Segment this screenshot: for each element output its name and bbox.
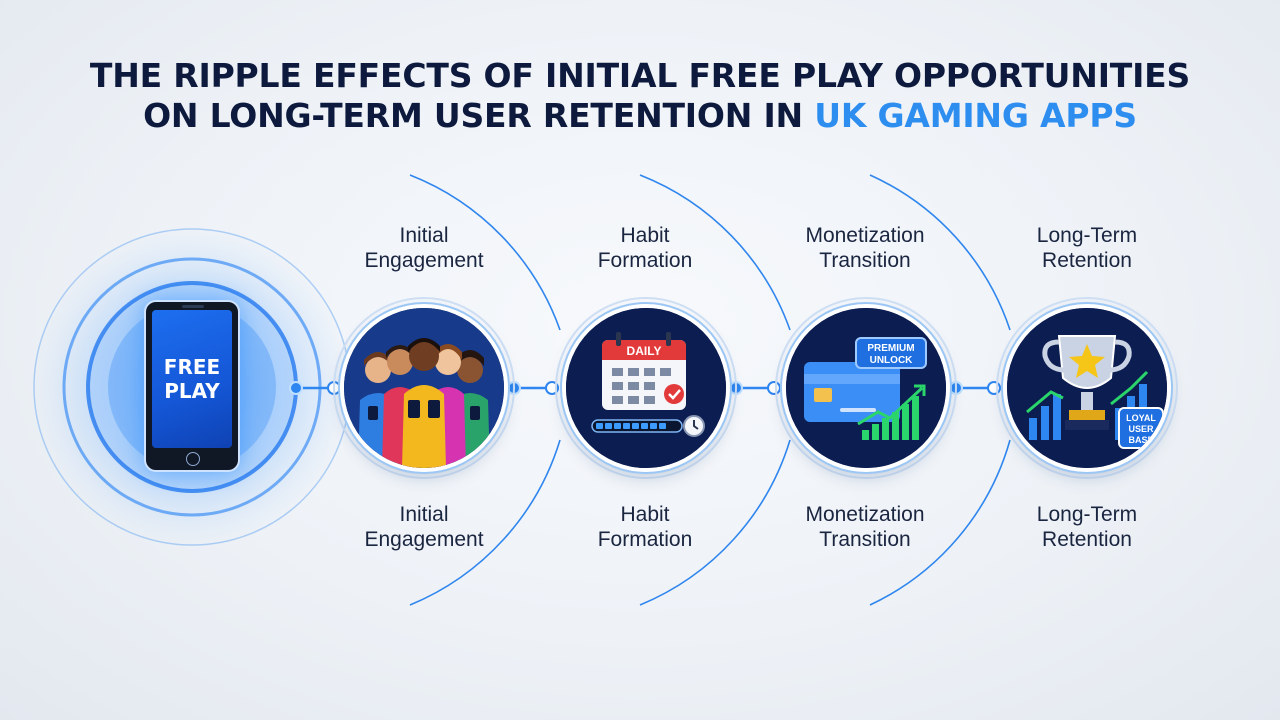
title-accent: UK GAMING APPS bbox=[814, 96, 1137, 135]
stage-1-bottom-line-1: Initial bbox=[399, 503, 449, 526]
title-line-2-main: ON LONG-TERM USER RETENTION IN bbox=[143, 96, 815, 135]
stage-2-top-line-1: Habit bbox=[620, 224, 670, 247]
stage-1-bottom-label: Initial Engagement bbox=[324, 502, 524, 552]
daily-calendar-icon: DAILY bbox=[566, 308, 726, 468]
stage-2-bottom-line-2: Formation bbox=[597, 528, 693, 551]
stage-4-node: LOYAL USER BASE bbox=[1007, 308, 1167, 468]
loyal-badge-line-3: BASE bbox=[1128, 435, 1153, 445]
stage-4-top-label: Long-Term Retention bbox=[987, 223, 1187, 273]
premium-badge-line-2: UNLOCK bbox=[870, 355, 914, 366]
stage-3-top-line-1: Monetization bbox=[805, 224, 925, 247]
stage-4-bottom-line-2: Retention bbox=[1042, 528, 1132, 551]
connector-2 bbox=[507, 381, 559, 395]
stage-2-top-label: Habit Formation bbox=[545, 223, 745, 273]
stage-4-bottom-line-1: Long-Term bbox=[1036, 503, 1138, 526]
stage-1-top-line-1: Initial bbox=[399, 224, 449, 247]
group-of-people-with-phones-icon bbox=[344, 308, 504, 468]
stage-4-top-line-1: Long-Term bbox=[1036, 224, 1138, 247]
calendar-daily-label: DAILY bbox=[627, 344, 662, 358]
stage-3-bottom-line-1: Monetization bbox=[805, 503, 925, 526]
title-line-2: ON LONG-TERM USER RETENTION IN UK GAMING… bbox=[0, 96, 1280, 136]
credit-card-chart-icon: PREMIUM UNLOCK bbox=[786, 308, 946, 468]
phone-text-line-1: FREE bbox=[163, 355, 221, 379]
stage-2-bottom-label: Habit Formation bbox=[545, 502, 745, 552]
phone-notch bbox=[182, 305, 204, 308]
connector-3 bbox=[729, 381, 781, 395]
stage-3-node: PREMIUM UNLOCK bbox=[786, 308, 946, 468]
stage-3-bottom-label: Monetization Transition bbox=[765, 502, 965, 552]
phone-icon: FREE PLAY bbox=[144, 300, 240, 472]
stage-2-node: DAILY bbox=[566, 308, 726, 468]
trophy-icon: LOYAL USER BASE bbox=[1007, 308, 1167, 468]
stage-4-bottom-label: Long-Term Retention bbox=[987, 502, 1187, 552]
phone-screen: FREE PLAY bbox=[152, 310, 232, 448]
stage-4-top-line-2: Retention bbox=[1042, 249, 1132, 272]
loyal-badge-line-2: USER bbox=[1128, 424, 1154, 434]
stage-1-top-label: Initial Engagement bbox=[324, 223, 524, 273]
stage-1-top-line-2: Engagement bbox=[364, 249, 484, 272]
title-line-1: THE RIPPLE EFFECTS OF INITIAL FREE PLAY … bbox=[89, 56, 1191, 95]
connector-4 bbox=[949, 381, 1001, 395]
premium-badge-line-1: PREMIUM bbox=[867, 343, 914, 354]
loyal-badge-line-1: LOYAL bbox=[1126, 413, 1156, 423]
free-play-phone: FREE PLAY bbox=[144, 300, 240, 472]
stage-3-top-line-2: Transition bbox=[819, 249, 911, 272]
stage-2-bottom-line-1: Habit bbox=[620, 503, 670, 526]
stage-2-top-line-2: Formation bbox=[597, 249, 693, 272]
page-title: THE RIPPLE EFFECTS OF INITIAL FREE PLAY … bbox=[0, 56, 1280, 136]
home-button-icon bbox=[186, 452, 200, 466]
stage-1-bottom-line-2: Engagement bbox=[364, 528, 484, 551]
stage-3-top-label: Monetization Transition bbox=[765, 223, 965, 273]
stage-3-bottom-line-2: Transition bbox=[819, 528, 911, 551]
phone-text-line-2: PLAY bbox=[164, 379, 220, 403]
stage-1-node bbox=[344, 308, 504, 468]
